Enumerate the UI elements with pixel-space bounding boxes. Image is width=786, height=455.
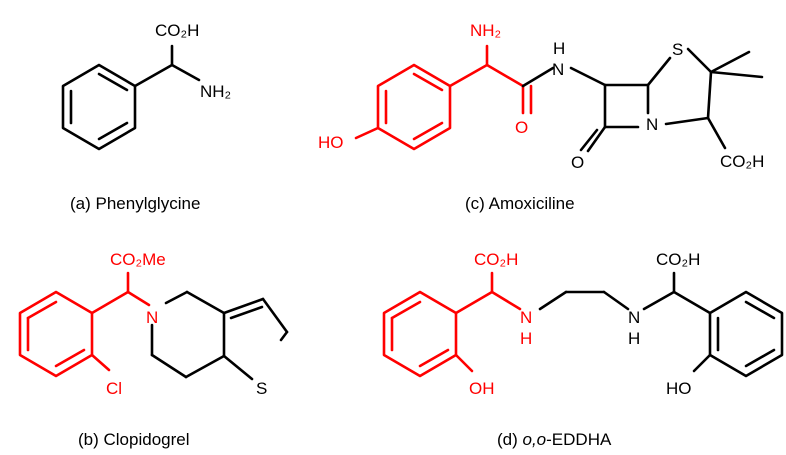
phenylglycine-bond-ring-alpha xyxy=(133,63,174,88)
eddha-left-h-label: H xyxy=(520,329,532,348)
eddha-left-bond-ring-oh xyxy=(454,353,474,373)
eddha-ethylene-bridge xyxy=(538,290,630,311)
clopidogrel-bond-alpha-n xyxy=(126,290,151,307)
amoxiciline-nh-h-label: H xyxy=(553,39,565,58)
eddha-right-bond-nh-alpha xyxy=(642,290,676,311)
clopidogrel-bond-ring-cl xyxy=(90,353,111,372)
eddha-left-co2h-label: CO₂H xyxy=(474,250,518,269)
clopidogrel-structure: CO₂Me N Cl S (b) Clopidogrel xyxy=(18,250,289,449)
amoxiciline-lactam-o-label: O xyxy=(571,153,584,172)
amoxiciline-n-label: N xyxy=(646,115,658,134)
eddha-right-bond-alpha-ring xyxy=(672,290,712,315)
amoxiciline-s-label: S xyxy=(672,40,683,59)
eddha-left-bond-alpha-nh xyxy=(490,290,522,311)
phenylglycine-caption: (a) Phenylglycine xyxy=(70,194,200,213)
eddha-left-n-label: N xyxy=(520,308,532,327)
amoxiciline-co2h-label: CO₂H xyxy=(720,152,764,171)
eddha-structure: CO₂H N H OH N H CO₂H HO (d) o,o-EDDHA xyxy=(382,250,784,449)
phenylglycine-co2h-label: CO₂H xyxy=(155,21,199,40)
phenylglycine-bond-alpha-nh2 xyxy=(170,63,201,82)
amoxiciline-bond-ring-alpha xyxy=(448,63,489,88)
clopidogrel-cl-label: Cl xyxy=(106,379,122,398)
eddha-right-bond-ring-oh xyxy=(692,353,712,373)
clopidogrel-bond-ring-alpha xyxy=(90,290,130,315)
amoxiciline-structure: NH₂ HO O N H S N O CO₂H (c) Amoxiciline xyxy=(318,21,764,213)
clopidogrel-ester-label: CO₂Me xyxy=(110,250,166,269)
amoxiciline-caption: (c) Amoxiciline xyxy=(465,194,575,213)
amoxiciline-nh-n-label: N xyxy=(552,60,564,79)
amoxiciline-phenol-ring xyxy=(376,63,452,151)
amoxiciline-bond-alpha-carbonyl xyxy=(485,63,525,88)
eddha-oh-label: OH xyxy=(469,379,495,398)
eddha-right-n-label: N xyxy=(628,308,640,327)
eddha-right-co2h-label: CO₂H xyxy=(656,250,700,269)
phenylglycine-nh2-label: NH₂ xyxy=(200,82,231,101)
amoxiciline-penam-core xyxy=(569,47,764,153)
clopidogrel-n-label: N xyxy=(146,308,158,327)
amoxiciline-ho-label: HO xyxy=(318,133,344,152)
eddha-right-phenol-ring xyxy=(708,290,784,378)
eddha-caption-rest: -EDDHA xyxy=(546,430,612,449)
eddha-ho-label: HO xyxy=(666,379,692,398)
clopidogrel-s-label: S xyxy=(256,379,267,398)
eddha-caption: (d) o,o-EDDHA xyxy=(497,430,612,449)
clopidogrel-chlorobenzene-ring xyxy=(18,290,94,378)
phenylglycine-structure: CO₂H NH₂ (a) Phenylglycine xyxy=(61,21,231,213)
clopidogrel-thienopyridine xyxy=(150,290,289,381)
clopidogrel-caption: (b) Clopidogrel xyxy=(78,430,190,449)
phenylglycine-benzene-ring xyxy=(61,63,137,151)
amoxiciline-amide-o-label: O xyxy=(515,118,528,137)
eddha-left-bond-ring-alpha xyxy=(454,290,494,315)
amoxiciline-bond-carbonyl-nh xyxy=(521,66,555,88)
eddha-right-h-label: H xyxy=(628,329,640,348)
eddha-caption-italic: o,o xyxy=(523,430,547,449)
eddha-caption-prefix: (d) xyxy=(497,430,523,449)
eddha-left-phenol-ring xyxy=(382,290,458,378)
amoxiciline-bond-ho xyxy=(354,126,380,140)
amoxiciline-nh2-label: NH₂ xyxy=(470,21,501,40)
